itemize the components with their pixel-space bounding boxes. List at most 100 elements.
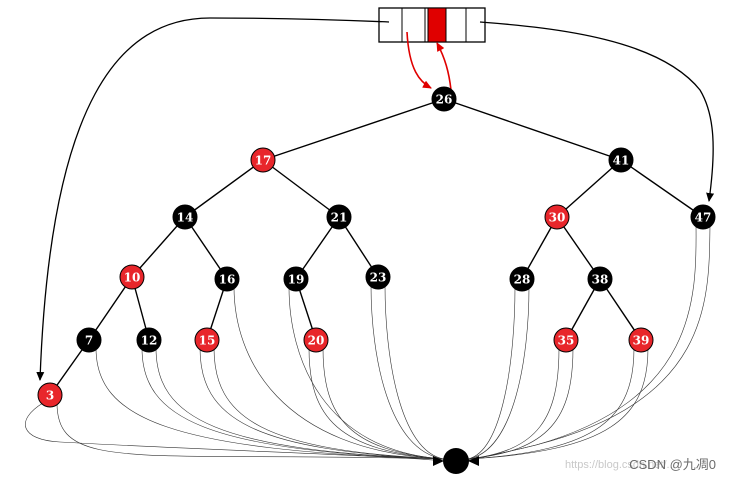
node-circle-14 bbox=[172, 204, 198, 230]
nil-thread-19-left bbox=[288, 286, 445, 460]
tree-node-38: 38 bbox=[587, 266, 613, 292]
tree-node-41: 41 bbox=[608, 147, 634, 173]
nil-thread-47-right bbox=[465, 224, 711, 462]
tree-node-15: 15 bbox=[194, 327, 220, 353]
node-circle-26 bbox=[431, 86, 457, 112]
tree-node-12: 12 bbox=[136, 327, 162, 353]
node-circle-19 bbox=[283, 266, 309, 292]
tree-node-28: 28 bbox=[509, 266, 535, 292]
tree-node-23: 23 bbox=[365, 264, 391, 290]
nil-sentinel-node bbox=[443, 448, 469, 474]
tree-node-19: 19 bbox=[283, 266, 309, 292]
node-label-17: 17 bbox=[255, 154, 272, 168]
tree-node-10: 10 bbox=[119, 264, 145, 290]
root-parent-arrow bbox=[436, 42, 452, 91]
node-circle-15 bbox=[194, 327, 220, 353]
tree-node-26: 26 bbox=[431, 86, 457, 112]
edge-14-10 bbox=[131, 216, 186, 278]
tree-node-20: 20 bbox=[303, 327, 329, 353]
edge-26-17 bbox=[262, 98, 445, 161]
nil-thread-23-right bbox=[384, 284, 445, 460]
node-label-38: 38 bbox=[592, 273, 609, 287]
tree-node-7: 7 bbox=[76, 327, 102, 353]
nil-arrowhead-right bbox=[468, 456, 479, 466]
node-label-16: 16 bbox=[219, 273, 236, 287]
edge-17-21 bbox=[262, 159, 340, 218]
nil-thread-20-left bbox=[308, 347, 445, 460]
nil-arrowhead-left bbox=[433, 456, 444, 466]
node-circle-38 bbox=[587, 266, 613, 292]
node-label-41: 41 bbox=[613, 154, 630, 168]
node-label-23: 23 bbox=[370, 271, 387, 285]
nil-thread-28-left bbox=[467, 286, 516, 460]
nil-threads bbox=[25, 224, 711, 466]
tree-node-39: 39 bbox=[628, 327, 654, 353]
edge-41-47 bbox=[620, 159, 704, 218]
node-label-3: 3 bbox=[46, 389, 54, 403]
edge-41-30 bbox=[556, 159, 622, 218]
nil-thread-12-right bbox=[155, 347, 445, 460]
watermark-faint: https://blog.csdn.net/... bbox=[565, 459, 676, 471]
node-label-7: 7 bbox=[85, 334, 93, 348]
root-pointer-arrow bbox=[406, 31, 432, 89]
nil-thread-39-left bbox=[467, 347, 635, 460]
node-label-20: 20 bbox=[308, 334, 325, 348]
node-label-47: 47 bbox=[695, 211, 712, 225]
nil-thread-3-right bbox=[56, 402, 445, 460]
node-label-39: 39 bbox=[633, 334, 650, 348]
tree-node-14: 14 bbox=[172, 204, 198, 230]
nil-thread-16-right bbox=[233, 286, 445, 460]
node-label-28: 28 bbox=[514, 273, 531, 287]
node-circle-47 bbox=[690, 204, 716, 230]
node-label-14: 14 bbox=[177, 211, 194, 225]
node-circle-3 bbox=[37, 382, 63, 408]
tree-node-3: 3 bbox=[37, 382, 63, 408]
nil-thread-20-right bbox=[322, 347, 445, 460]
edge-17-14 bbox=[184, 159, 264, 218]
nil-thread-3-left bbox=[25, 402, 447, 462]
tree-nodes: 26 17 41 14 21 30 47 10 16 19 23 28 38 7 12 15 20 35 39 3 bbox=[37, 86, 716, 408]
node-circle-17 bbox=[250, 147, 276, 173]
max-pointer-arrow bbox=[479, 21, 715, 202]
node-circle-35 bbox=[553, 327, 579, 353]
node-label-26: 26 bbox=[436, 93, 453, 107]
tree-node-30: 30 bbox=[544, 204, 570, 230]
edge-26-41 bbox=[443, 98, 622, 161]
tree-node-47: 47 bbox=[690, 204, 716, 230]
node-circle-20 bbox=[303, 327, 329, 353]
edge-21-19 bbox=[295, 216, 340, 280]
nil-thread-15-left bbox=[199, 347, 445, 460]
node-circle-39 bbox=[628, 327, 654, 353]
root-record bbox=[378, 7, 486, 43]
node-label-12: 12 bbox=[141, 334, 158, 348]
tree-node-17: 17 bbox=[250, 147, 276, 173]
node-circle-41 bbox=[608, 147, 634, 173]
watermark: CSDN @九凋0 bbox=[629, 457, 716, 472]
edge-30-38 bbox=[556, 216, 601, 280]
nil-thread-39-right bbox=[467, 347, 649, 460]
node-label-35: 35 bbox=[558, 334, 575, 348]
node-circle-30 bbox=[544, 204, 570, 230]
root-pointer-cell bbox=[427, 7, 447, 43]
nil-thread-12-left bbox=[141, 347, 445, 460]
tree-node-21: 21 bbox=[326, 204, 352, 230]
nil-thread-47-left bbox=[465, 224, 697, 462]
nil-thread-7-right bbox=[95, 347, 445, 460]
nil-thread-23-left bbox=[370, 284, 445, 460]
node-circle-12 bbox=[136, 327, 162, 353]
node-label-15: 15 bbox=[199, 334, 216, 348]
min-pointer-arrow bbox=[36, 17, 390, 381]
tree-node-35: 35 bbox=[553, 327, 579, 353]
nil-thread-15-right bbox=[213, 347, 445, 460]
node-label-19: 19 bbox=[288, 273, 305, 287]
edge-10-7 bbox=[88, 276, 133, 341]
node-label-10: 10 bbox=[124, 271, 141, 285]
nil-thread-35-left bbox=[467, 347, 560, 460]
nil-thread-35-right bbox=[467, 347, 574, 460]
node-label-30: 30 bbox=[549, 211, 566, 225]
node-circle-28 bbox=[509, 266, 535, 292]
nil-thread-28-right bbox=[467, 286, 530, 460]
node-circle-23 bbox=[365, 264, 391, 290]
node-circle-7 bbox=[76, 327, 102, 353]
